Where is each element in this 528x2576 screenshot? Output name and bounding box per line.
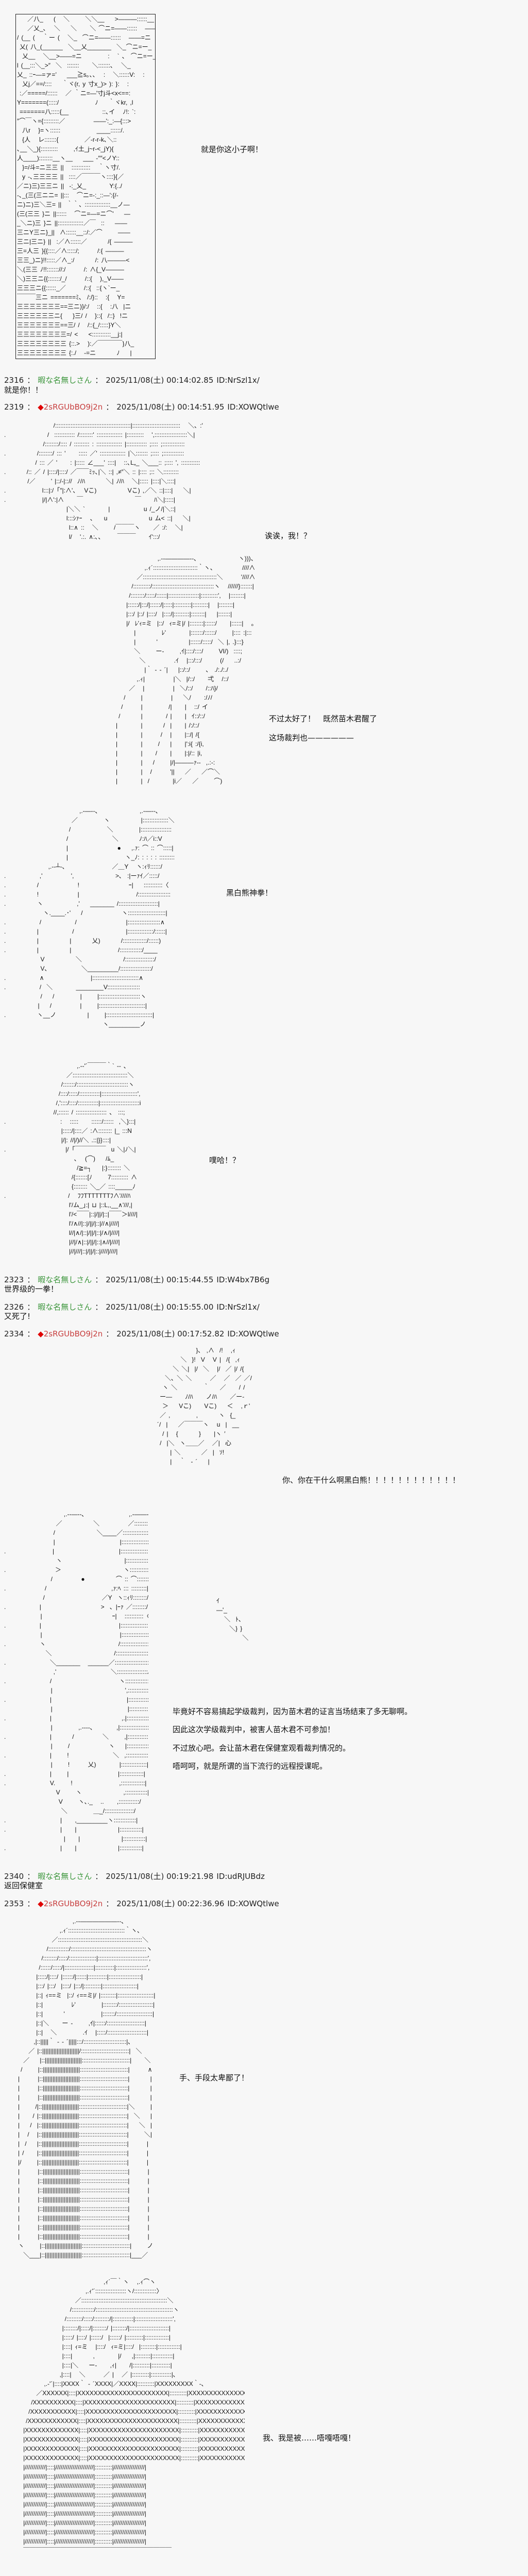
- separator: ：: [27, 1329, 35, 1338]
- poster-name: 暇な名無しさん: [38, 1302, 92, 1312]
- poster-trip: 2sRGUbBO9j2n: [43, 1329, 103, 1338]
- post-body: 世界级的一拳！: [4, 1284, 59, 1294]
- separator: ：: [27, 1899, 35, 1908]
- post-header: 2353：◆2sRGUbBO9j2n：2025/11/08(土) 00:22:3…: [4, 1899, 279, 1908]
- trip-diamond-icon: ◆: [38, 1329, 44, 1338]
- poster-id: ID:XOWQtlwe: [227, 402, 279, 412]
- dialogue-line: 不过太好了！ 既然苗木君醒了: [269, 714, 378, 723]
- post-number: 2340: [4, 1872, 24, 1881]
- dialogue-line: 唔呵呵，就是所谓的当下流行的远程授课呢。: [173, 1761, 328, 1771]
- post-number: 2334: [4, 1329, 24, 1338]
- dialogue-line: 我、我是被……唔嘎唔嘎！: [263, 2433, 356, 2443]
- post-number: 2316: [4, 376, 24, 385]
- post-datetime: 2025/11/08(土) 00:17:52.82: [116, 1329, 225, 1338]
- separator: ：: [95, 1872, 103, 1881]
- post-datetime: 2025/11/08(土) 00:19:21.98: [106, 1872, 214, 1881]
- aa-art-monokuma-standing: ,.-‐―‐-､ ,.-――‐-､ ／ ＼ ／::::::::::::::::ヽ…: [4, 1511, 148, 1852]
- post-datetime: 2025/11/08(土) 00:14:02.85: [106, 376, 214, 385]
- aa-art-monokuma-punch: ,.-―‐-､ ,.-―‐-､ ／ ヽ |:::::::::::::::＼ / …: [4, 807, 174, 1028]
- aa-art-punched-figure: ,.-‐'´￣￣￣｀` ‐- ､ ／::::::::::::::::::::::…: [4, 1062, 141, 1255]
- aa-art-shouting-figure: }､ ,∧ /! ,ｨ ＼ }! V V | /{ ,ｨ ＼ ＼| |/ ＼ |…: [157, 1347, 252, 1465]
- separator: ：: [95, 1302, 103, 1312]
- post-datetime: 2025/11/08(土) 00:22:36.96: [116, 1899, 225, 1908]
- poster-name: 暇な名無しさん: [38, 1872, 92, 1881]
- post-body: 就是你！！: [4, 385, 43, 395]
- separator: ：: [27, 376, 35, 385]
- dialogue-line: 噗哈！？: [209, 1156, 241, 1165]
- poster-id: ID:NrSzl1x/: [216, 1302, 260, 1312]
- separator: ：: [27, 402, 35, 412]
- dialogue-line: 诶诶，我！？: [265, 531, 312, 540]
- poster-trip: 2sRGUbBO9j2n: [43, 402, 103, 412]
- separator: ：: [27, 1302, 35, 1312]
- poster-trip: 2sRGUbBO9j2n: [43, 1899, 103, 1908]
- dialogue-line: 黑白熊神拳！: [226, 888, 273, 897]
- post-body: 返回保健室: [4, 1881, 43, 1890]
- separator: ：: [95, 376, 103, 385]
- separator: ：: [95, 1275, 103, 1284]
- poster-name: 暇な名無しさん: [38, 1275, 92, 1284]
- post-datetime: 2025/11/08(土) 00:15:44.55: [106, 1275, 214, 1284]
- dialogue-line: 这场裁判也——————: [269, 733, 354, 742]
- post-number: 2353: [4, 1899, 24, 1908]
- poster-id: ID:W4bx7B6g: [216, 1275, 270, 1284]
- separator: ：: [106, 402, 114, 412]
- post-header: 2334：◆2sRGUbBO9j2n：2025/11/08(土) 00:17:5…: [4, 1329, 279, 1338]
- post-header: 2319：◆2sRGUbBO9j2n：2025/11/08(土) 00:14:5…: [4, 402, 279, 412]
- poster-id: ID:XOWQtlwe: [227, 1899, 279, 1908]
- trip-diamond-icon: ◆: [38, 1899, 44, 1908]
- trip-diamond-icon: ◆: [38, 402, 44, 412]
- aa-art-framed-scene: ／八_ ( ＼ ＼＼__ >―――::::::__ ／乂_､ ＼ ＼ ＼ ⌒ニ=…: [15, 14, 156, 359]
- aa-art-checkered-figure: ,ｨ´￣｀ヽ ,.ｨ⌒ヽ ,.ｨ'´::::::::::::::::::ヽ/::…: [23, 2278, 245, 2554]
- dialogue-line: 不过放心吧。会让苗木君在保健室观看裁判情况的。: [173, 1743, 351, 1753]
- separator: ：: [27, 1275, 35, 1284]
- poster-id: ID:udRJUBdz: [216, 1872, 265, 1881]
- dialogue-line: 手、手段太卑鄙了！: [179, 2073, 249, 2082]
- separator: ：: [27, 1872, 35, 1881]
- post-datetime: 2025/11/08(土) 00:14:51.95: [116, 402, 225, 412]
- dialogue-line: 毕竟好不容易搞起学级裁判，因为苗木君的证言当场结束了多无聊啊。: [173, 1707, 413, 1716]
- post-number: 2319: [4, 402, 24, 412]
- post-datetime: 2025/11/08(土) 00:15:55.00: [106, 1302, 214, 1312]
- aa-art-pointing-figure: ,.-‐――――‐-､ ヽ)))、 ,.ｨ´::::::::::::::::::…: [116, 555, 255, 785]
- poster-id: ID:NrSzl1x/: [216, 376, 260, 385]
- post-number: 2326: [4, 1302, 24, 1312]
- post-body: 又死了!: [4, 1312, 31, 1321]
- separator: ：: [106, 1899, 114, 1908]
- post-number: 2323: [4, 1275, 24, 1284]
- aa-art-arm-fragment: ｲ ―'_ ＼ ﾄ､ ＼} } ＼: [216, 1597, 249, 1641]
- aa-art-surprised-face: /:::::::::::::::::::::::::::::::::::::::…: [4, 422, 203, 540]
- separator: ：: [106, 1329, 114, 1338]
- poster-name: 暇な名無しさん: [38, 376, 92, 385]
- dialogue-line: 就是你这小子啊！: [201, 145, 263, 154]
- aa-art-striped-figure: ,.-‐――――――‐-､ ,.ｨ´::::::::::::::::::::::…: [18, 1918, 156, 2259]
- dialogue-line: 你、你在干什么啊黑白熊！！！！！！！！！！！！: [282, 1476, 461, 1485]
- poster-id: ID:XOWQtlwe: [227, 1329, 279, 1338]
- dialogue-line: 因此这次学级裁判中，被害人苗木君不可参加！: [173, 1725, 335, 1734]
